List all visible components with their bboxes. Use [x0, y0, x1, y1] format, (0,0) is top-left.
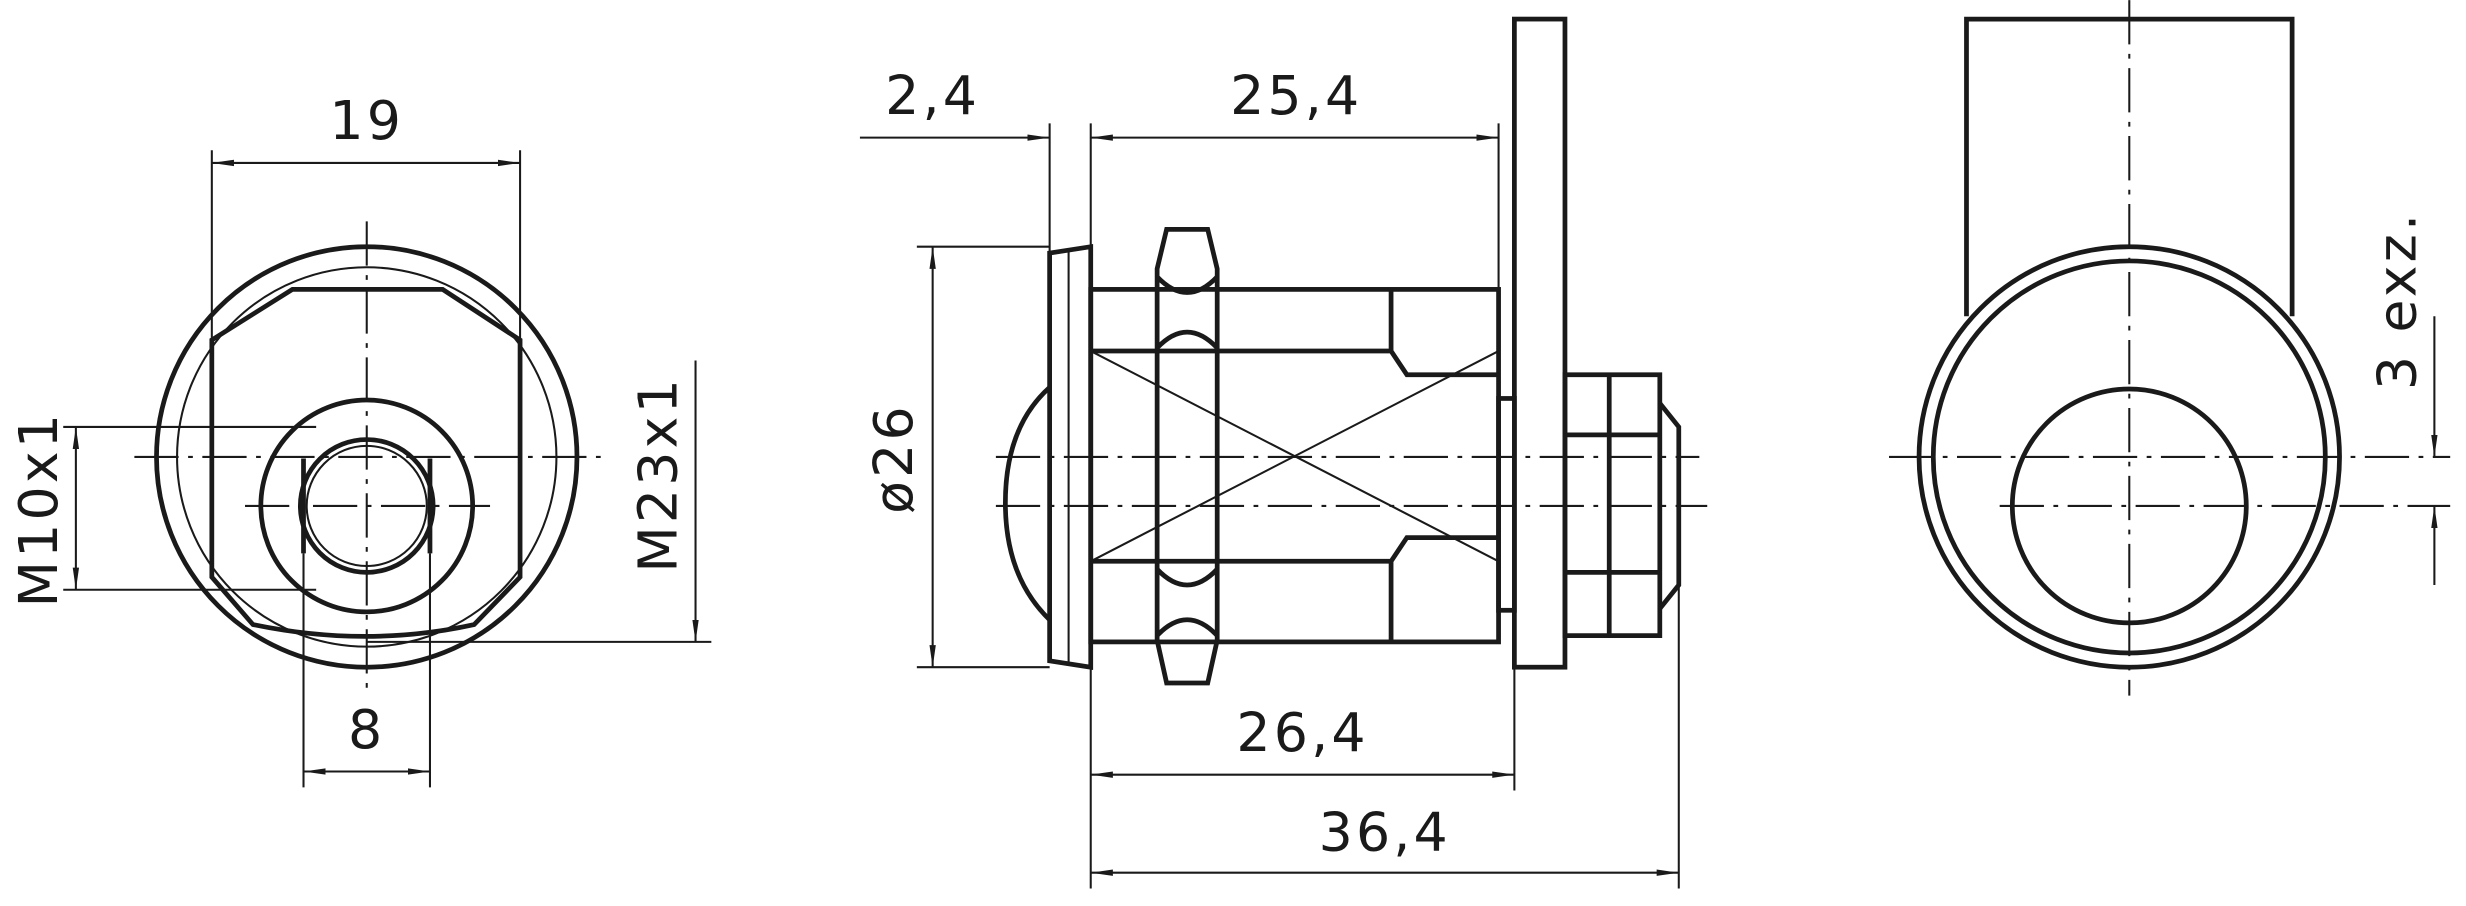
front-view: 19 8 M10x1 M23x1 [7, 89, 712, 788]
dim-thread-m23: M23x1 [627, 376, 690, 573]
dim-thread-m10: M10x1 [7, 411, 70, 608]
rear-view: 3 exz. [1889, 0, 2451, 696]
dim-overall-36-4: 36,4 [1319, 801, 1451, 864]
dim-diameter-26: ø26 [862, 403, 925, 514]
dim-width-19: 19 [329, 89, 404, 152]
dim-length-26-4: 26,4 [1236, 701, 1368, 764]
dim-eccentric-3: 3 exz. [2365, 211, 2428, 390]
dim-body-25-4: 25,4 [1230, 64, 1362, 127]
dim-flat-8: 8 [348, 698, 385, 761]
side-view: 2,4 25,4 ø26 26,4 36,4 [859, 16, 1708, 889]
dim-flange-2-4: 2,4 [885, 64, 980, 127]
